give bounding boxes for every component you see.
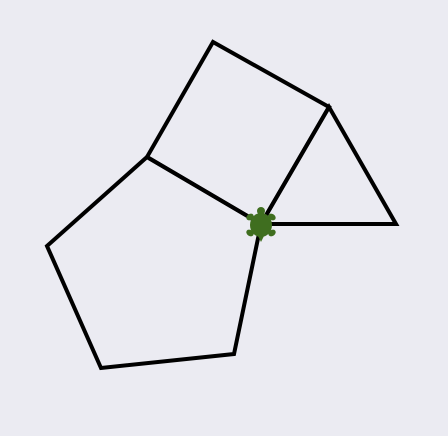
turtle-icon <box>246 207 276 242</box>
pentagon <box>44 154 264 371</box>
turtle-tail <box>258 236 264 242</box>
square <box>144 39 332 227</box>
turtle-head <box>257 207 265 215</box>
triangle <box>257 102 400 226</box>
turtle-shell <box>250 213 272 237</box>
